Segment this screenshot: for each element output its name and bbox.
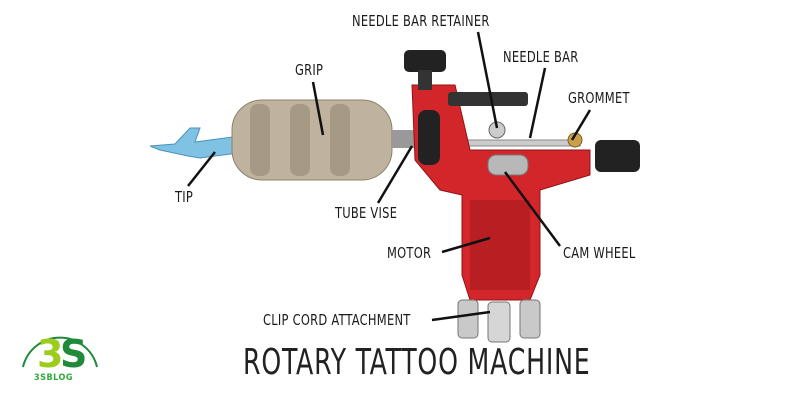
leader-needle-bar-retainer	[476, 31, 499, 129]
3sblog-logo: 3 S	[22, 332, 98, 376]
frame-part	[411, 84, 591, 301]
label-grommet: GROMMET	[568, 89, 630, 107]
leader-motor	[441, 236, 491, 254]
logo-text: 3SBLOG	[34, 373, 73, 383]
leader-clip-cord	[431, 310, 491, 322]
label-needle-bar: NEEDLE BAR	[503, 48, 579, 66]
label-clip-cord-attachment: CLIP CORD ATTACHMENT	[263, 311, 411, 329]
leader-tip	[187, 151, 216, 187]
leader-cam-wheel	[503, 171, 562, 247]
leader-grommet	[570, 109, 592, 141]
knobs	[404, 50, 640, 172]
leader-tube-vise	[376, 145, 414, 204]
svg-text:3: 3	[37, 332, 63, 376]
label-needle-bar-retainer: NEEDLE BAR RETAINER	[352, 12, 490, 30]
leader-needle-bar	[528, 67, 547, 139]
svg-text:S: S	[60, 332, 87, 376]
clip-cord-connectors	[457, 299, 541, 343]
label-motor: MOTOR	[387, 244, 432, 262]
grip-part	[231, 99, 414, 181]
leader-grip	[311, 81, 325, 136]
label-cam-wheel: CAM WHEEL	[563, 244, 636, 262]
leader-lines	[187, 31, 592, 322]
label-tube-vise: TUBE VISE	[335, 204, 398, 222]
diagram-title: ROTARY TATTOO MACHINE	[243, 342, 591, 383]
label-tip: TIP	[175, 188, 194, 206]
label-grip: GRIP	[295, 61, 324, 79]
